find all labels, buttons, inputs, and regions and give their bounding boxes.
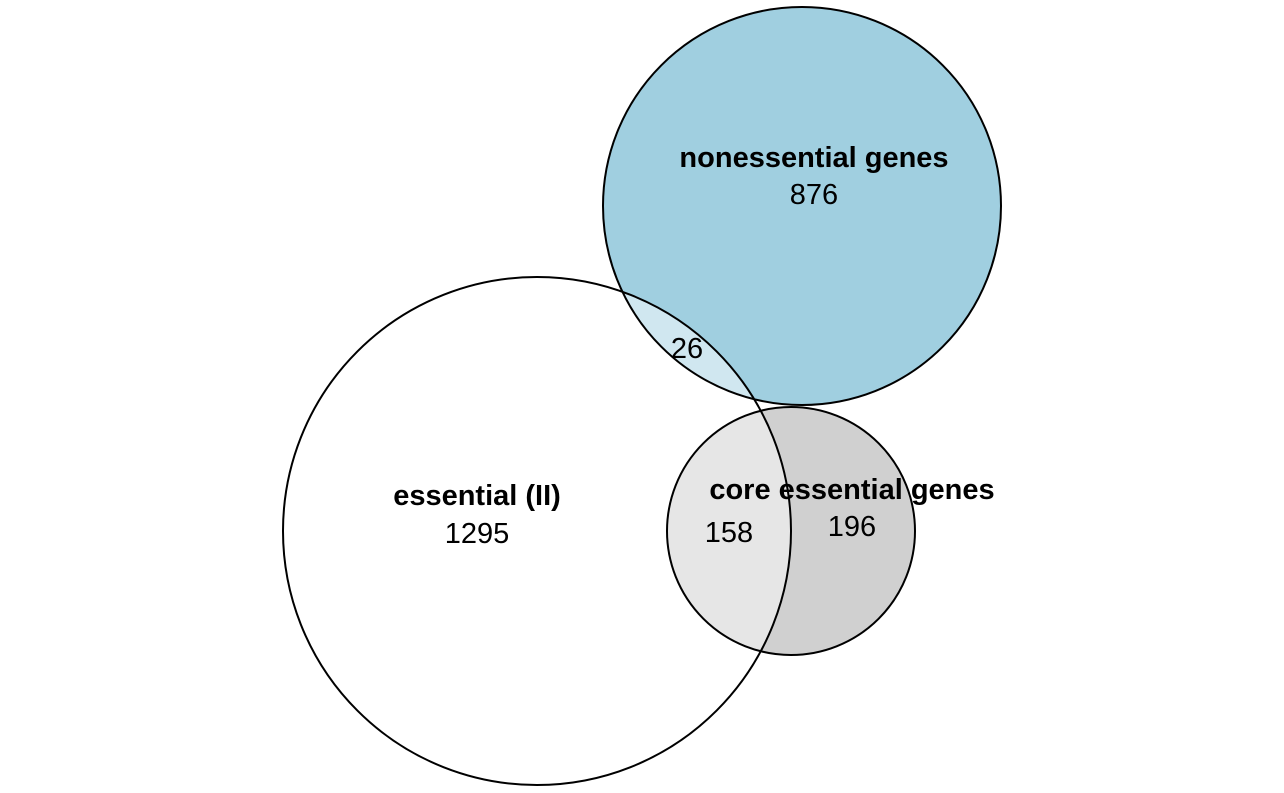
essential-core-count: 158 — [705, 517, 753, 549]
nonessential-circle — [602, 6, 1002, 406]
essential-circle — [282, 276, 792, 786]
nonessential-label: nonessential genes — [679, 142, 948, 174]
essential-label: essential (II) — [393, 480, 561, 512]
nonessential-region — [603, 7, 1001, 405]
essential-nonessential-count: 26 — [671, 333, 703, 365]
core-count: 196 — [828, 511, 876, 543]
essential-core-overlap — [667, 407, 791, 655]
nonessential-count: 876 — [790, 179, 838, 211]
essential-count: 1295 — [445, 518, 510, 550]
core-label: core essential genes — [709, 474, 994, 506]
core-circle — [666, 406, 916, 656]
